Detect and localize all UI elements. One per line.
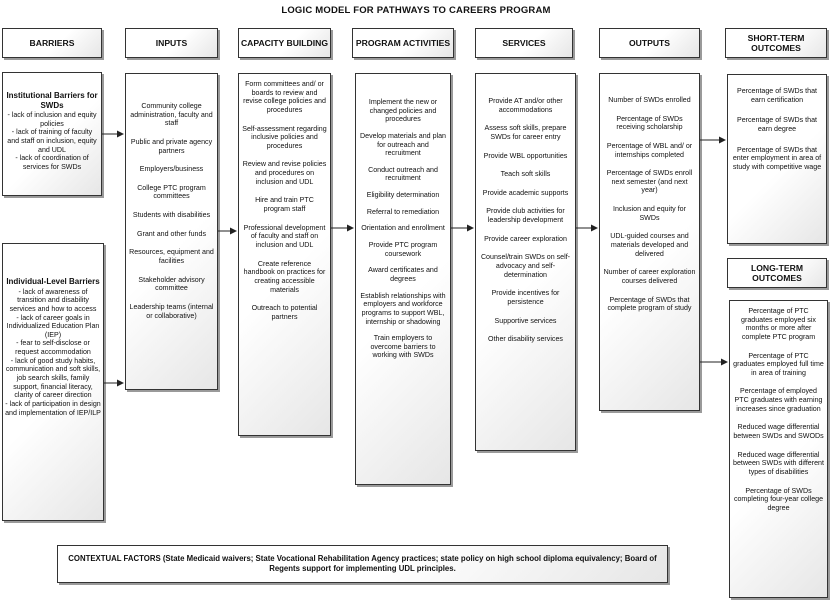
barrier-item: - lack of career goals in Individualized…	[6, 313, 100, 339]
list-item: UDL-guided courses and materials develop…	[610, 232, 689, 258]
barrier-item: - lack of coordination of services for S…	[15, 154, 89, 172]
program-activities-box: Implement the new or changed policies an…	[355, 73, 451, 485]
outputs-box: Number of SWDs enrolled Percentage of SW…	[599, 73, 700, 411]
list-item: Percentage of employed PTC graduates wit…	[734, 387, 823, 413]
list-item: Percentage of SWDs that enter employment…	[732, 145, 822, 171]
list-item: Provide academic supports	[482, 188, 569, 197]
list-item: Outreach to potential partners	[251, 304, 318, 321]
list-item: Number of SWDs enrolled	[608, 96, 691, 104]
list-item: Students with disabilities	[132, 211, 211, 220]
barrier-item: - lack of training of faculty and staff …	[7, 128, 97, 154]
list-item: Establish relationships with employers a…	[360, 291, 446, 326]
page-title: LOGIC MODEL FOR PATHWAYS TO CAREERS PROG…	[281, 5, 551, 16]
barrier-item: - fear to self-disclose or request accom…	[15, 339, 91, 357]
list-item: Hire and train PTC program staff	[255, 196, 314, 214]
header-inputs: INPUTS	[125, 28, 218, 58]
list-item: Provide PTC program coursework	[368, 241, 438, 258]
list-item: Implement the new or changed policies an…	[368, 98, 438, 124]
list-item: Percentage of SWDs enroll next semester …	[606, 169, 693, 195]
list-item: Reduced wage differential between SWDs a…	[733, 423, 824, 441]
individual-barriers-box: Individual-Level Barriers - lack of awar…	[2, 243, 104, 521]
header-services: SERVICES	[475, 28, 573, 58]
barrier-item: - lack of good study habits, communicati…	[5, 356, 101, 400]
list-item: Percentage of SWDs completing four-year …	[733, 486, 824, 512]
list-item: Form committees and/ or boards to review…	[243, 80, 326, 114]
institutional-barriers-box: Institutional Barriers for SWDs - lack o…	[2, 72, 102, 196]
header-capacity-building: CAPACITY BUILDING	[238, 28, 331, 58]
list-item: Number of career exploration courses del…	[603, 268, 696, 285]
list-item: College PTC program committees	[137, 183, 206, 201]
list-item: Percentage of SWDs that earn degree	[736, 116, 818, 133]
services-box: Provide AT and/or other accommodations A…	[475, 73, 576, 451]
list-item: Provide career exploration	[484, 234, 567, 243]
list-item: Review and revise policies and procedure…	[242, 160, 327, 186]
header-long-term-outcomes: LONG-TERM OUTCOMES	[727, 258, 827, 288]
list-item: Award certificates and degrees	[368, 266, 438, 283]
header-outputs: OUTPUTS	[599, 28, 700, 58]
barrier-item: - lack of awareness of transition and di…	[9, 287, 97, 313]
list-item: Self-assessment regarding inclusive poli…	[242, 124, 327, 150]
inputs-box: Community college administration, facult…	[125, 73, 218, 390]
list-item: Community college administration, facult…	[130, 102, 213, 128]
list-item: Resources, equipment and facilities	[129, 248, 214, 266]
list-item: Percentage of SWDs receiving scholarship	[616, 114, 683, 132]
list-item: Percentage of PTC graduates employed ful…	[733, 351, 824, 377]
list-item: Train employers to overcome barriers to …	[370, 334, 436, 360]
list-item: Stakeholder advisory committee	[138, 275, 205, 293]
list-item: Percentage of SWDs that complete program…	[607, 295, 692, 313]
list-item: Percentage of SWDs that earn certificati…	[736, 87, 818, 104]
list-item: Teach soft skills	[500, 170, 551, 179]
institutional-barriers-title: Institutional Barriers for SWDs	[6, 91, 98, 110]
list-item: Leadership teams (internal or collaborat…	[129, 302, 214, 320]
list-item: Grant and other funds	[136, 229, 206, 238]
list-item: Percentage of PTC graduates employed six…	[741, 307, 816, 341]
header-short-term-outcomes: SHORT-TERM OUTCOMES	[725, 28, 827, 58]
list-item: Create reference handbook on practices f…	[243, 259, 326, 294]
list-item: Professional development of faculty and …	[243, 223, 326, 249]
individual-barriers-title: Individual-Level Barriers	[6, 277, 100, 286]
long-term-outcomes-box: Percentage of PTC graduates employed six…	[729, 300, 828, 598]
list-item: Referral to remediation	[366, 207, 440, 216]
header-barriers: BARRIERS	[2, 28, 102, 58]
header-program-activities: PROGRAM ACTIVITIES	[352, 28, 454, 58]
list-item: Supportive services	[494, 316, 557, 325]
list-item: Develop materials and plan for outreach …	[360, 131, 446, 158]
contextual-factors-box: CONTEXTUAL FACTORS (State Medicaid waive…	[57, 545, 668, 583]
list-item: Employers/business	[139, 165, 204, 174]
list-item: Counsel/train SWDs on self-advocacy and …	[480, 253, 571, 279]
list-item: Provide WBL opportunities	[483, 151, 568, 160]
short-term-outcomes-box: Percentage of SWDs that earn certificati…	[727, 74, 827, 244]
barrier-item: - lack of inclusion and equity policies	[7, 111, 97, 128]
list-item: Provide club activities for leadership d…	[486, 207, 565, 225]
list-item: Reduced wage differential between SWDs w…	[733, 450, 824, 476]
list-item: Provide AT and/or other accommodations	[488, 97, 563, 114]
list-item: Eligibility determination	[366, 191, 440, 200]
list-item: Percentage of WBL and/ or internships co…	[606, 141, 693, 159]
list-item: Public and private agency partners	[130, 137, 213, 155]
capacity-building-box: Form committees and/ or boards to review…	[238, 73, 331, 436]
list-item: Other disability services	[488, 335, 563, 344]
barrier-item: - lack of participation in design and im…	[5, 399, 101, 417]
list-item: Orientation and enrollment	[361, 224, 445, 233]
list-item: Inclusion and equity for SWDs	[613, 205, 686, 222]
list-item: Assess soft skills, prepare SWDs for car…	[484, 124, 567, 141]
list-item: Provide incentives for persistence	[491, 289, 560, 306]
list-item: Conduct outreach and recruitment	[368, 165, 438, 183]
